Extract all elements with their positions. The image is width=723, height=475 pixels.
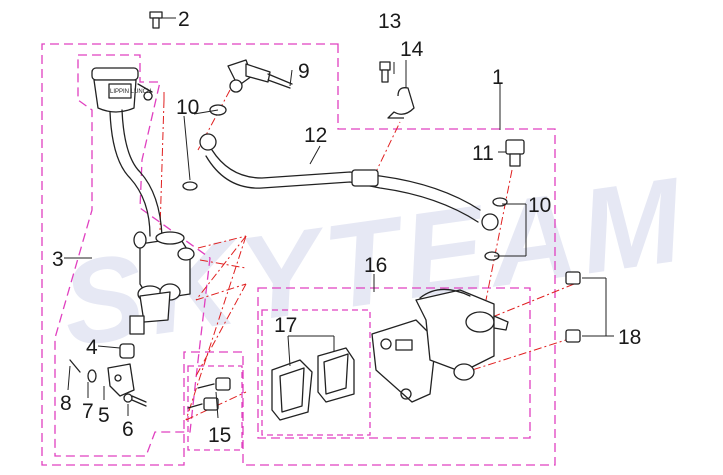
main-assembly-box [41, 43, 556, 466]
callout-17: 17 [274, 314, 297, 337]
bolts-15 [187, 377, 231, 411]
callout-8: 8 [60, 392, 72, 415]
assembly-lines [159, 89, 575, 421]
callout-12: 12 [304, 124, 327, 147]
callout-18: 18 [618, 326, 641, 349]
callout-7: 7 [82, 400, 94, 423]
callout-11: 11 [472, 142, 494, 165]
callout-3: 3 [52, 248, 64, 271]
master-cylinder [129, 231, 195, 335]
caliper-16 [371, 288, 509, 403]
reservoir-hose [109, 109, 163, 237]
screw-2 [149, 11, 163, 29]
callout-9: 9 [298, 60, 310, 83]
bolts-18 [565, 271, 581, 343]
callout-2: 2 [178, 8, 190, 31]
banjo-fitting-9 [227, 59, 293, 93]
bolt-6 [123, 393, 147, 407]
callout-10-lower: 10 [528, 194, 551, 217]
bolt-11 [505, 139, 525, 167]
clamp-14 [387, 87, 415, 119]
callout-4: 4 [86, 336, 98, 359]
reservoir-label: LIPPIN LUNCH [110, 89, 151, 95]
bolt-13 [379, 61, 391, 83]
brake-pads-17 [271, 347, 355, 421]
pad-box [261, 309, 371, 436]
callout-15: 15 [208, 424, 231, 447]
master-cylinder-box [54, 54, 211, 457]
brake-hose-12 [199, 133, 499, 231]
callout-1: 1 [492, 66, 504, 89]
callouts: 1 2 3 4 5 6 7 8 9 10 10 11 12 13 14 15 1… [52, 8, 641, 447]
callout-6: 6 [122, 418, 134, 441]
washer-7 [87, 369, 97, 383]
pin-8 [69, 359, 81, 373]
callout-16: 16 [364, 254, 387, 277]
callout-10-upper: 10 [176, 96, 199, 119]
callout-13: 13 [378, 10, 401, 33]
callout-5: 5 [98, 404, 110, 427]
reservoir: LIPPIN LUNCH [91, 67, 153, 113]
boot-pushrod [107, 343, 135, 397]
leader-lines [64, 17, 614, 419]
callout-14: 14 [400, 38, 424, 61]
